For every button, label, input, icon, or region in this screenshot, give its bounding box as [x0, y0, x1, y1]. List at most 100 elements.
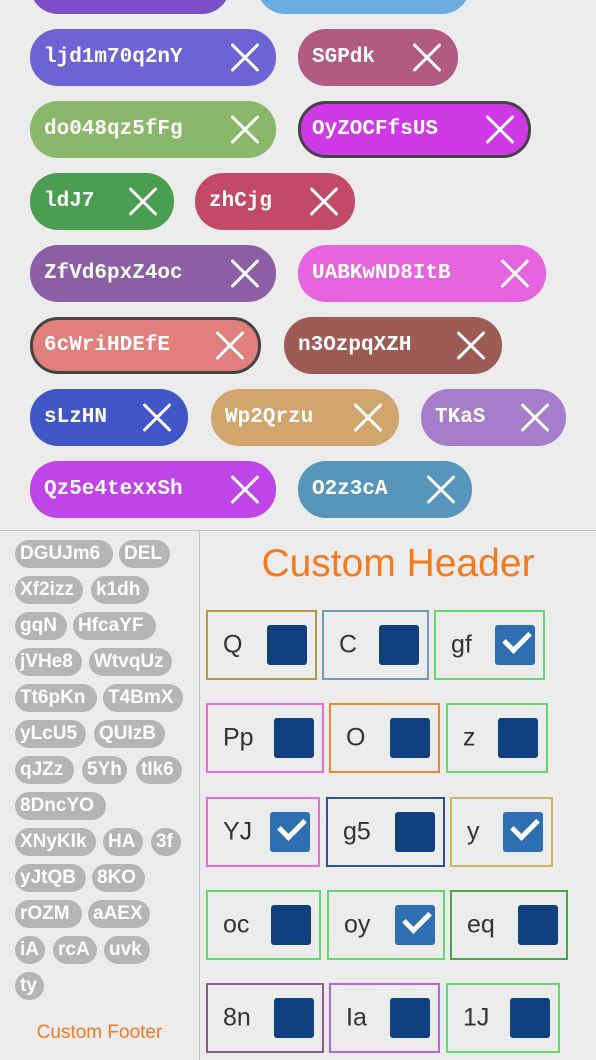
checked-checkbox-icon[interactable] — [270, 812, 310, 852]
tag-chip[interactable]: k1dh — [91, 576, 149, 604]
remove-token-icon[interactable] — [353, 403, 383, 433]
custom-footer: Custom Footer — [36, 1022, 163, 1043]
token-pill[interactable]: 6cWriHDEfE — [30, 317, 261, 374]
checkbox-label: oc — [223, 910, 250, 939]
checkbox-cell[interactable]: Q — [206, 610, 317, 680]
unchecked-checkbox-icon[interactable] — [274, 998, 314, 1038]
checkbox-cell[interactable]: eq — [450, 890, 568, 960]
checkbox-cell[interactable]: C — [322, 610, 429, 680]
token-pill[interactable]: OyZOCFfsUS — [298, 101, 531, 158]
token-pill[interactable]: do048qz5fFg — [30, 101, 276, 158]
tag-chip[interactable]: XNyKIk — [15, 828, 96, 856]
unchecked-checkbox-icon[interactable] — [390, 718, 430, 758]
checked-checkbox-icon[interactable] — [503, 812, 543, 852]
token-pill-label: TKaS — [435, 406, 486, 429]
remove-token-icon[interactable] — [426, 475, 456, 505]
tag-chip[interactable]: 3f — [151, 828, 181, 856]
checkbox-cell[interactable]: oc — [206, 890, 321, 960]
remove-token-icon[interactable] — [485, 115, 515, 145]
tag-chip[interactable]: HfcaYF — [73, 612, 156, 640]
tag-chip[interactable]: uvk — [104, 936, 150, 964]
token-pill[interactable]: UABKwND8ItB — [298, 245, 546, 302]
tag-chip[interactable]: yJtQB — [15, 864, 86, 892]
remove-token-icon[interactable] — [412, 43, 442, 73]
tag-chip[interactable]: DEL — [119, 540, 170, 568]
unchecked-checkbox-icon[interactable] — [518, 905, 558, 945]
tag-chip[interactable]: Tt6pKn — [15, 684, 97, 712]
token-pill[interactable]: ldJ7 — [30, 173, 174, 230]
token-pill-label: n3OzpqXZH — [298, 334, 412, 357]
remove-token-icon[interactable] — [456, 331, 486, 361]
checkbox-cell[interactable]: y — [450, 797, 553, 867]
checkbox-cell[interactable]: 8n — [206, 983, 324, 1053]
remove-token-icon[interactable] — [309, 187, 339, 217]
unchecked-checkbox-icon[interactable] — [267, 625, 307, 665]
token-pill[interactable] — [30, 0, 230, 14]
tag-chip[interactable]: T4BmX — [103, 684, 183, 712]
unchecked-checkbox-icon[interactable] — [510, 998, 550, 1038]
tag-chip[interactable]: aAEX — [88, 900, 150, 928]
checkbox-label: Ia — [346, 1003, 367, 1032]
remove-token-icon[interactable] — [520, 403, 550, 433]
tag-chip[interactable]: 8KO — [92, 864, 145, 892]
token-pill[interactable]: ljd1m70q2nY — [30, 29, 276, 86]
tag-chip[interactable]: rOZM — [15, 900, 82, 928]
token-pill-label: sLzHN — [44, 406, 108, 429]
unchecked-checkbox-icon[interactable] — [379, 625, 419, 665]
token-pill[interactable]: zhCjg — [195, 173, 355, 230]
tag-chip[interactable]: jVHe8 — [15, 648, 82, 676]
checked-checkbox-icon[interactable] — [395, 905, 435, 945]
checkbox-label: 1J — [463, 1003, 490, 1032]
token-pill[interactable]: TKaS — [421, 389, 566, 446]
tag-chip[interactable]: yLcU5 — [15, 720, 86, 748]
remove-token-icon[interactable] — [230, 115, 260, 145]
remove-token-icon[interactable] — [215, 331, 245, 361]
tag-chip[interactable]: DGUJm6 — [15, 540, 113, 568]
tag-chip[interactable]: Xf2izz — [15, 576, 83, 604]
token-pill[interactable]: n3OzpqXZH — [284, 317, 502, 374]
remove-token-icon[interactable] — [128, 187, 158, 217]
checkbox-cell[interactable]: Ia — [329, 983, 440, 1053]
remove-token-icon[interactable] — [142, 403, 172, 433]
checkbox-cell[interactable]: oy — [327, 890, 445, 960]
token-pill[interactable]: SGPdk — [298, 29, 458, 86]
checkbox-cell[interactable]: g5 — [326, 797, 445, 867]
checkbox-cell[interactable]: z — [446, 703, 548, 773]
token-pill[interactable]: ZfVd6pxZ4oc — [30, 245, 276, 302]
tag-chip[interactable]: HA — [103, 828, 143, 856]
remove-token-icon[interactable] — [230, 43, 260, 73]
tag-chip[interactable]: 5Yh — [82, 756, 127, 784]
checkbox-cell[interactable]: 1J — [446, 983, 560, 1053]
tag-chip[interactable]: WtvqUz — [89, 648, 172, 676]
tag-chip[interactable]: tIk6 — [136, 756, 182, 784]
vertical-divider — [199, 531, 200, 1060]
token-pill[interactable]: Qz5e4texxSh — [30, 461, 276, 518]
checkbox-cell[interactable]: Pp — [206, 703, 324, 773]
checked-checkbox-icon[interactable] — [495, 625, 535, 665]
checkbox-cell[interactable]: gf — [434, 610, 545, 680]
tag-chip[interactable]: ty — [15, 972, 44, 1000]
remove-token-icon[interactable] — [500, 259, 530, 289]
checkbox-cell[interactable]: O — [329, 703, 440, 773]
unchecked-checkbox-icon[interactable] — [274, 718, 314, 758]
tag-chip[interactable]: QUIzB — [94, 720, 165, 748]
unchecked-checkbox-icon[interactable] — [395, 812, 435, 852]
remove-token-icon[interactable] — [230, 475, 260, 505]
token-pill[interactable]: Wp2Qrzu — [211, 389, 399, 446]
checkbox-label: g5 — [343, 817, 371, 846]
unchecked-checkbox-icon[interactable] — [498, 718, 538, 758]
checkbox-cell[interactable]: YJ — [206, 797, 320, 867]
unchecked-checkbox-icon[interactable] — [390, 998, 430, 1038]
tag-chip[interactable]: iA — [15, 936, 45, 964]
unchecked-checkbox-icon[interactable] — [271, 905, 311, 945]
custom-header: Custom Header — [261, 542, 535, 585]
tag-chip[interactable]: rcA — [53, 936, 97, 964]
tag-chip[interactable]: qJZz — [15, 756, 74, 784]
token-pill[interactable]: O2z3cA — [298, 461, 472, 518]
tag-chip[interactable]: 8DncYO — [15, 792, 106, 820]
token-pill[interactable]: sLzHN — [30, 389, 188, 446]
token-pill-label: O2z3cA — [312, 478, 388, 501]
tag-chip[interactable]: gqN — [15, 612, 67, 640]
remove-token-icon[interactable] — [230, 259, 260, 289]
token-pill[interactable] — [257, 0, 470, 14]
